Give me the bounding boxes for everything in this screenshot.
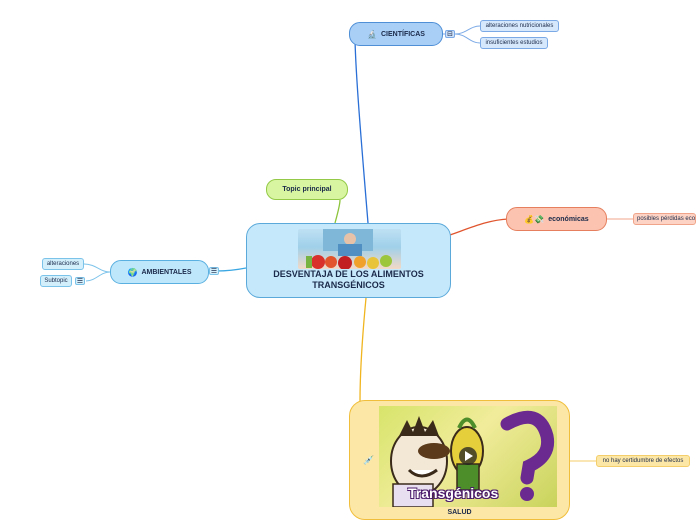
link-center-salud — [359, 297, 367, 403]
salud-node[interactable]: SALUD Transgénicos 💉 — [349, 400, 570, 520]
earth-icon: 🌍 — [127, 267, 138, 277]
cientificas-collapse-toggle[interactable]: ⊟ — [445, 30, 455, 38]
microscope-icon: 🔬 — [367, 29, 377, 39]
salud-label: SALUD — [447, 509, 472, 516]
salud-video-thumbnail[interactable] — [379, 406, 557, 507]
link-center-economicas — [449, 218, 509, 236]
salud-leaf-1[interactable]: no hay certidumbre de efectos — [596, 455, 690, 467]
link-center-ambientales — [215, 267, 247, 272]
syringe-icon: 💉 — [363, 455, 375, 465]
video-title: Transgénicos — [408, 485, 499, 501]
cientificas-leaf-2[interactable]: insuficientes estudios — [480, 37, 548, 49]
ambientales-node[interactable]: 🌍 AMBIENTALES — [110, 260, 209, 284]
central-title: DESVENTAJA DE LOS ALIMENTOS TRANSGÉNICOS — [273, 269, 424, 290]
link-amb-leaf1 — [83, 263, 111, 273]
cientificas-node[interactable]: 🔬 CIENTÍFICAS — [349, 22, 443, 46]
link-center-cientificas — [354, 39, 369, 224]
ambientales-leaf-2-toggle[interactable]: ☰ — [75, 277, 85, 285]
economicas-leaf-1[interactable]: posibles pérdidas eco — [633, 213, 696, 225]
cientificas-leaf-1[interactable]: alteraciones nutricionales — [480, 20, 559, 32]
ambientales-leaf-1[interactable]: alteraciones — [42, 258, 84, 270]
topic-principal-node[interactable]: Topic principal — [266, 179, 348, 200]
cientificas-label: CIENTÍFICAS — [381, 30, 425, 38]
ambientales-label: AMBIENTALES — [141, 268, 192, 276]
central-topic[interactable]: DESVENTAJA DE LOS ALIMENTOS TRANSGÉNICOS — [246, 223, 451, 298]
economicas-label: económicas — [548, 215, 589, 223]
money-icon: 💰💸 — [524, 214, 545, 224]
link-cient-leaf1 — [454, 25, 481, 35]
link-amb-leaf2 — [85, 271, 111, 282]
ambientales-leaf-2[interactable]: Subtopic — [40, 275, 72, 287]
economicas-node[interactable]: 💰💸 económicas — [506, 207, 607, 231]
link-cient-leaf2 — [454, 33, 481, 44]
link-center-topic — [334, 199, 341, 224]
ambientales-collapse-toggle[interactable]: ☰ — [209, 267, 219, 275]
central-image — [298, 229, 401, 269]
